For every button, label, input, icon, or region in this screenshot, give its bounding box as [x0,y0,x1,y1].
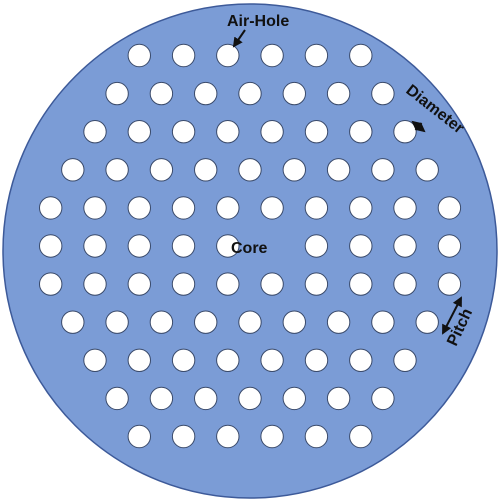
air-hole [282,310,306,334]
air-hole [304,120,329,144]
air-hole [149,386,174,411]
air-hole [216,348,240,372]
air-hole [127,234,152,258]
air-hole [194,81,218,106]
air-hole [238,310,262,334]
air-hole-arrow [232,29,246,48]
air-hole [39,196,63,220]
air-hole [216,234,240,258]
air-hole [326,81,351,106]
air-hole [171,196,196,220]
air-hole [149,158,174,182]
air-hole [127,348,152,372]
air-hole [349,424,373,449]
air-hole [171,234,196,258]
air-hole [304,272,329,296]
air-hole [83,120,107,144]
air-hole [216,196,240,220]
air-hole [127,424,152,449]
air-hole [304,43,329,68]
air-hole-label: Air-Hole [227,13,289,30]
air-hole [282,158,306,182]
air-hole [171,424,196,449]
air-hole [127,272,152,296]
air-hole [127,43,152,68]
air-hole [216,43,240,68]
air-hole [105,81,129,106]
diameter-arrow [411,120,426,133]
air-hole [415,158,439,182]
air-hole [127,120,152,144]
air-hole [282,386,306,411]
air-hole [171,348,196,372]
air-hole [415,310,439,334]
air-hole [194,386,218,411]
air-hole [83,234,107,258]
air-hole [83,272,107,296]
air-hole [393,272,417,296]
air-hole [393,120,417,144]
air-hole [39,272,63,296]
air-hole [349,196,373,220]
air-hole [260,196,284,220]
air-hole [437,234,462,258]
air-hole [371,81,395,106]
air-hole [216,120,240,144]
air-hole [171,43,196,68]
air-hole [304,424,329,449]
air-hole [282,81,306,106]
air-hole-lattice [39,43,462,449]
air-hole [326,310,351,334]
air-hole [194,158,218,182]
air-hole [260,43,284,68]
air-hole [326,158,351,182]
air-hole [349,234,373,258]
air-hole [437,272,462,296]
fiber-cladding [2,3,498,499]
air-hole [349,43,373,68]
air-hole [260,348,284,372]
air-hole [194,310,218,334]
air-hole [171,120,196,144]
air-hole [260,424,284,449]
air-hole [437,196,462,220]
air-hole [83,348,107,372]
air-hole [304,348,329,372]
air-hole [238,386,262,411]
air-hole [61,310,85,334]
air-hole [349,272,373,296]
air-hole [393,234,417,258]
air-hole [105,310,129,334]
air-hole [83,196,107,220]
core-label: Core [231,240,268,257]
air-hole [216,272,240,296]
air-hole [39,234,63,258]
air-hole [171,272,196,296]
air-hole [105,158,129,182]
air-hole [238,158,262,182]
air-hole [371,386,395,411]
air-hole [326,386,351,411]
air-hole [216,424,240,449]
air-hole [304,234,329,258]
air-hole [105,386,129,411]
air-hole [149,310,174,334]
air-hole [349,120,373,144]
air-hole [349,348,373,372]
air-hole [260,120,284,144]
air-hole [149,81,174,106]
air-hole [371,158,395,182]
air-hole [127,196,152,220]
air-hole [393,196,417,220]
pitch-arrow [442,296,462,335]
air-hole [260,272,284,296]
air-hole [371,310,395,334]
air-hole [61,158,85,182]
air-hole [304,196,329,220]
air-hole [393,348,417,372]
air-hole [238,81,262,106]
